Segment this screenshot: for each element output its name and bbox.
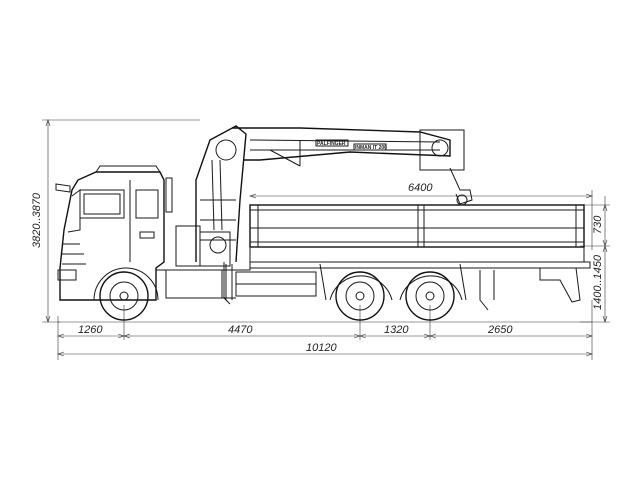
dim-bed-length: 6400 — [408, 182, 433, 194]
dimension-lines — [42, 119, 610, 360]
dim-overall-length: 10120 — [306, 342, 337, 354]
crane-model-label: INMAN IT 200 — [355, 145, 387, 151]
dim-side-height: 730 — [592, 215, 604, 234]
rear-wheel-2 — [399, 271, 463, 321]
truck-cab — [55, 165, 173, 301]
crane: PALFINGER INMAN IT 200 — [195, 125, 473, 305]
dim-platform-height: 1400..1450 — [592, 254, 604, 310]
dim-wheelbase-front: 4470 — [228, 324, 253, 336]
crane-brand-label: PALFINGER — [317, 141, 346, 147]
chassis — [156, 225, 591, 311]
dim-front-overhang: 1260 — [78, 324, 103, 336]
dim-axle-spacing: 1320 — [384, 324, 409, 336]
rear-wheel-1 — [329, 271, 393, 321]
dim-height-total: 3820..3870 — [31, 192, 43, 248]
front-wheel — [93, 267, 159, 321]
cargo-bed — [249, 204, 585, 262]
dim-rear-overhang: 2650 — [487, 324, 513, 336]
